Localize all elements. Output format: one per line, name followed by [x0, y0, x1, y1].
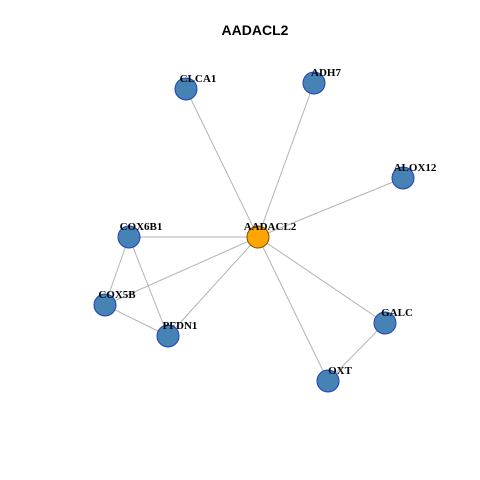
node-circle-alox12 — [391, 166, 415, 190]
node-label-clca1: CLCA1 — [180, 73, 217, 85]
node-adh7: ADH7 — [302, 67, 341, 95]
node-label-cox5b: COX5B — [98, 289, 136, 301]
node-circle-aadacl2 — [246, 225, 270, 249]
node-label-galc: GALC — [381, 307, 413, 319]
node-pfdn1: PFDN1 — [156, 320, 198, 348]
node-circle-pfdn1 — [156, 324, 180, 348]
node-label-adh7: ADH7 — [311, 67, 341, 79]
node-galc: GALC — [373, 307, 413, 335]
node-aadacl2: AADACL2 — [244, 221, 297, 249]
edge-aadacl2-cox5b — [104, 236, 259, 306]
edge-aadacl2-adh7 — [257, 82, 315, 238]
edge-layer — [104, 82, 404, 382]
node-clca1: CLCA1 — [174, 73, 217, 101]
node-oxt: OXT — [316, 365, 353, 393]
node-cox6b1: COX6B1 — [117, 221, 163, 249]
edge-cox5b-pfdn1 — [104, 304, 169, 337]
node-circle-clca1 — [174, 77, 198, 101]
edge-aadacl2-oxt — [257, 236, 329, 382]
node-label-cox6b1: COX6B1 — [120, 221, 163, 233]
node-label-pfdn1: PFDN1 — [163, 320, 198, 332]
edge-aadacl2-pfdn1 — [167, 236, 259, 337]
edge-aadacl2-clca1 — [185, 88, 259, 238]
edge-cox6b1-pfdn1 — [128, 236, 169, 337]
node-circle-adh7 — [302, 71, 326, 95]
node-label-oxt: OXT — [328, 365, 353, 377]
edge-aadacl2-galc — [257, 236, 386, 324]
node-label-alox12: ALOX12 — [394, 162, 437, 174]
edge-galc-oxt — [327, 322, 386, 382]
edge-cox6b1-cox5b — [104, 236, 130, 306]
node-circle-galc — [373, 311, 397, 335]
node-label-aadacl2: AADACL2 — [244, 221, 297, 233]
diagram-title: AADACL2 — [222, 22, 289, 38]
node-cox5b: COX5B — [93, 289, 136, 317]
edge-aadacl2-alox12 — [257, 177, 404, 238]
node-alox12: ALOX12 — [391, 162, 437, 190]
node-circle-oxt — [316, 369, 340, 393]
node-circle-cox5b — [93, 293, 117, 317]
node-circle-cox6b1 — [117, 225, 141, 249]
